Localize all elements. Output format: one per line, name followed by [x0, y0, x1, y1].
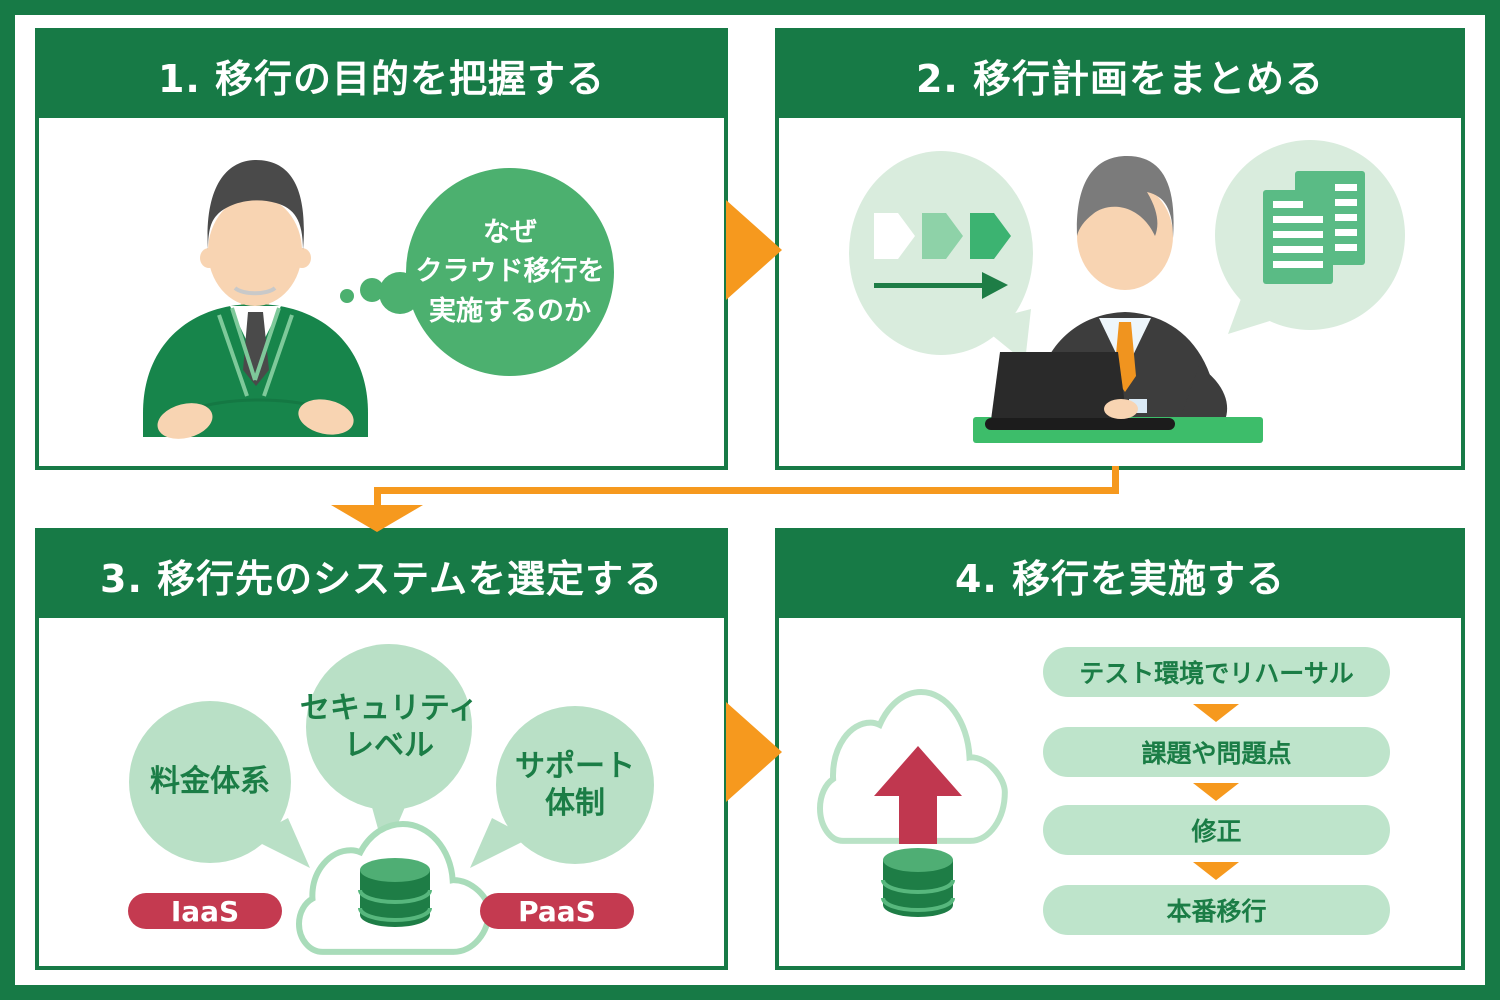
flow-step-label: 修正	[1191, 817, 1242, 846]
tag-label: PaaS	[518, 894, 596, 928]
thought-line: 実施するのか	[429, 295, 591, 327]
step-1-header: 1. 移行の目的を把握する	[39, 32, 724, 118]
businessman-laptop-icon	[973, 156, 1263, 443]
step-1-title: 1. 移行の目的を把握する	[157, 56, 606, 101]
thought-bubble-icon	[340, 168, 614, 376]
flow-step-rehearsal: テスト環境でリハーサル	[1043, 647, 1390, 697]
tag-label: IaaS	[170, 894, 240, 928]
tag-paas: PaaS	[480, 893, 634, 929]
cloud-upload-icon	[820, 692, 1005, 844]
step-3-header: 3. 移行先のシステムを選定する	[39, 532, 724, 618]
step-1-body: なぜ クラウド移行を 実施するのか	[39, 118, 724, 466]
arrow-into-step3-icon	[331, 505, 423, 532]
flow-down-arrow-icon	[1193, 783, 1239, 801]
step-3-illustration	[129, 644, 654, 966]
panel-step-1: 1. 移行の目的を把握する	[35, 28, 728, 470]
criteria-line: 体制	[545, 786, 605, 821]
tag-iaas: IaaS	[128, 893, 282, 929]
step-2-body	[779, 118, 1461, 466]
thought-line: なぜ	[483, 217, 537, 249]
arrow-step3-to-step4-icon	[726, 702, 782, 802]
step-3-title: 3. 移行先のシステムを選定する	[100, 556, 663, 601]
thought-line: クラウド移行を	[415, 256, 605, 288]
flow-down-arrow-icon	[1193, 704, 1239, 722]
criteria-line: 料金体系	[150, 764, 270, 800]
connector-step2-to-step3	[374, 487, 1119, 494]
panel-step-2: 2. 移行計画をまとめる	[775, 28, 1465, 470]
flow-step-label: テスト環境でリハーサル	[1079, 659, 1354, 688]
step-4-body: テスト環境でリハーサル 課題や問題点 修正 本番移行	[779, 618, 1461, 966]
criteria-line: レベル	[344, 728, 434, 763]
criteria-line: セキュリティ	[299, 690, 479, 726]
step-1-illustration	[143, 160, 614, 439]
flow-step-production: 本番移行	[1043, 885, 1390, 935]
businessman-icon	[143, 160, 368, 439]
connector-step3-stub	[374, 487, 381, 507]
speech-bubble-pricing	[129, 701, 310, 868]
thought-bubble-text: なぜ クラウド移行を 実施するのか	[406, 168, 614, 376]
arrow-step1-to-step2-icon	[726, 200, 782, 300]
step-4-title: 4. 移行を実施する	[954, 556, 1286, 601]
step-4-illustration	[779, 618, 1461, 917]
criteria-pricing-label: 料金体系	[120, 752, 300, 812]
flow-step-issues: 課題や問題点	[1043, 727, 1390, 777]
process-arrows-icon	[849, 151, 1033, 362]
step-2-header: 2. 移行計画をまとめる	[779, 32, 1461, 118]
step-4-header: 4. 移行を実施する	[779, 532, 1461, 618]
step-2-illustration	[849, 140, 1405, 443]
panel-step-4: 4. 移行を実施する テスト環境でリハーサル 課題や問題点 修正	[775, 528, 1465, 970]
speech-bubble-support	[470, 706, 654, 868]
flow-step-label: 課題や問題点	[1141, 739, 1292, 768]
database-icon	[881, 848, 955, 917]
step-2-title: 2. 移行計画をまとめる	[915, 56, 1325, 101]
step-3-body: 料金体系 セキュリティ レベル サポート 体制 IaaS PaaS	[39, 618, 724, 966]
upload-arrow-icon	[874, 746, 962, 844]
panel-step-3: 3. 移行先のシステムを選定する	[35, 528, 728, 970]
flow-step-fix: 修正	[1043, 805, 1390, 855]
criteria-security-label: セキュリティ レベル	[289, 687, 489, 767]
documents-icon	[1215, 140, 1405, 334]
criteria-line: サポート	[515, 748, 635, 784]
database-icon	[358, 858, 432, 927]
criteria-support-label: サポート 体制	[485, 745, 665, 825]
flow-step-label: 本番移行	[1166, 897, 1267, 926]
flow-down-arrow-icon	[1193, 862, 1239, 880]
connector-step2-down	[1112, 466, 1119, 494]
